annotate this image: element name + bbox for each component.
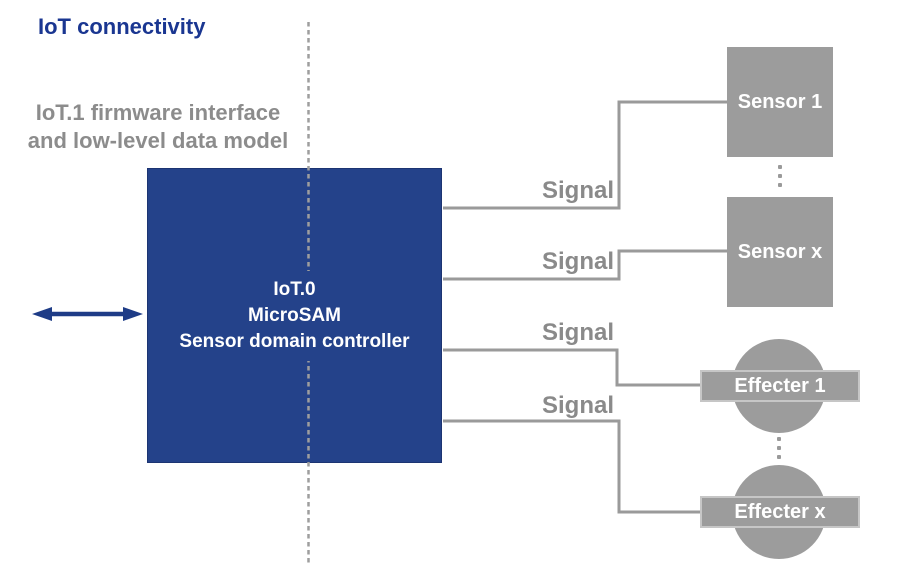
sensor-x-label: Sensor x — [737, 240, 823, 263]
controller-line-3: Sensor domain controller — [179, 330, 410, 352]
signal-label-2: Signal — [541, 248, 614, 275]
controller-label: IoT.0 MicroSAM Sensor domain controller — [169, 270, 420, 361]
effecter-x-label: Effecter x — [734, 500, 826, 523]
bidirectional-arrow-icon — [32, 307, 143, 321]
effecter-1-bar: Effecter 1 — [700, 370, 860, 402]
effecter-1-label: Effecter 1 — [734, 374, 826, 397]
sensors-vertical-ellipsis-icon — [778, 165, 782, 187]
signal-label-1: Signal — [541, 177, 614, 204]
controller-line-2: MicroSAM — [248, 304, 341, 326]
signal-connector-effecter-x — [443, 419, 702, 514]
sensor-1-box: Sensor 1 — [727, 47, 833, 157]
caption-line-1: IoT.1 firmware interface — [35, 100, 281, 125]
page-title: IoT connectivity — [38, 14, 206, 39]
signal-label-3: Signal — [541, 319, 614, 346]
effecter-x-bar: Effecter x — [700, 496, 860, 528]
signal-connector-effecter-1 — [443, 348, 702, 387]
controller-label-wrap: IoT.0 MicroSAM Sensor domain controller — [147, 168, 442, 463]
firmware-interface-caption: IoT.1 firmware interface and low-level d… — [18, 99, 298, 155]
controller-line-1: IoT.0 — [273, 278, 316, 300]
caption-line-2: and low-level data model — [27, 128, 289, 153]
sensor-1-label: Sensor 1 — [737, 90, 823, 113]
sensor-x-box: Sensor x — [727, 197, 833, 307]
effecters-vertical-ellipsis-icon — [777, 437, 781, 459]
signal-label-4: Signal — [541, 392, 614, 419]
